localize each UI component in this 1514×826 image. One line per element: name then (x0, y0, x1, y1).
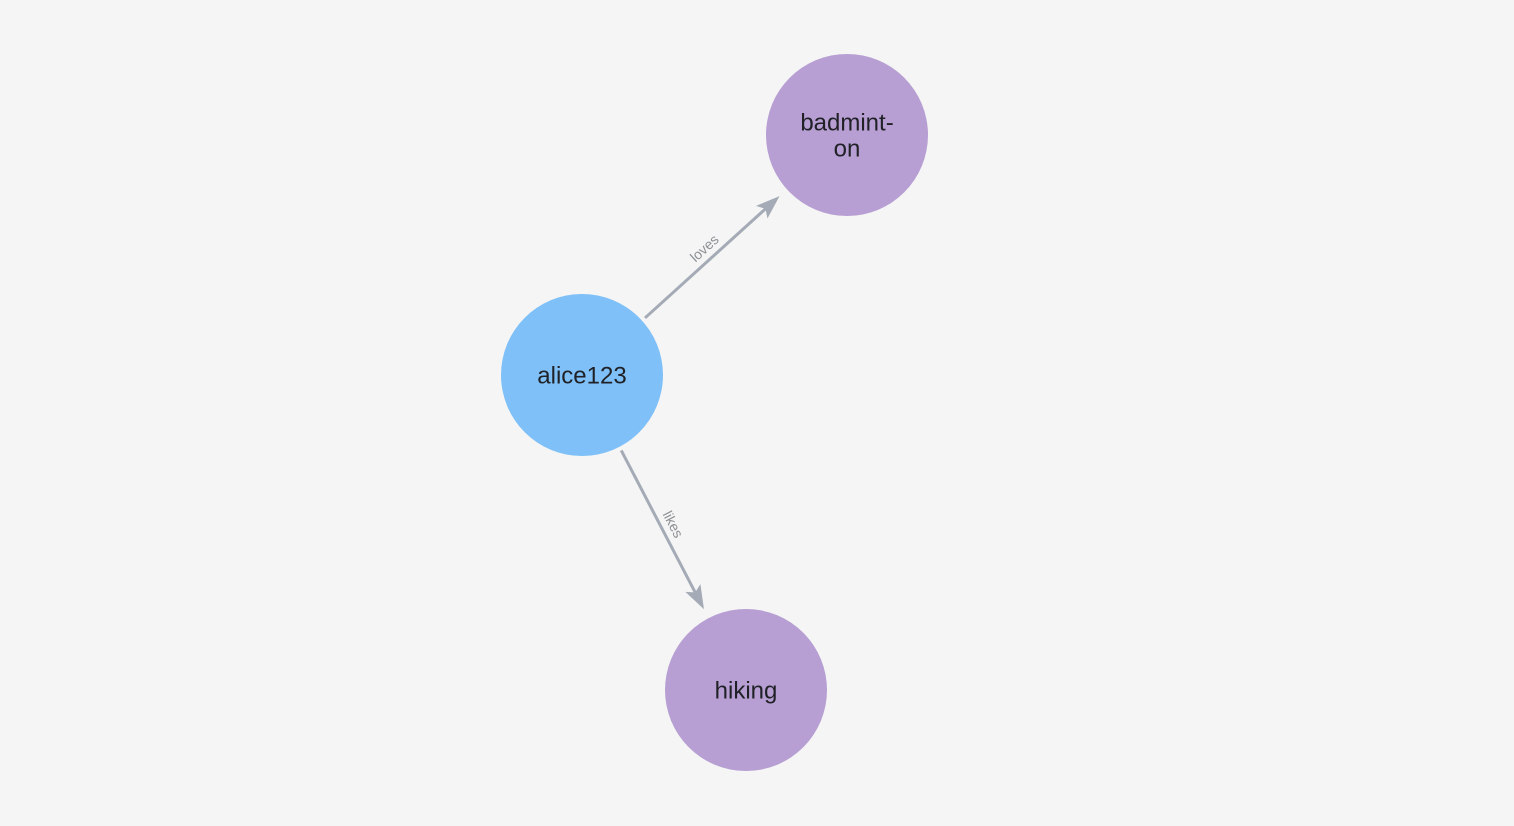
edge-likes-line[interactable] (619, 449, 697, 594)
edge-label-loves: loves (687, 231, 722, 265)
node-badminton[interactable] (766, 54, 928, 216)
edge-likes-arrowhead-icon (685, 584, 704, 610)
edge-label-likes: likes (660, 508, 687, 540)
edge-loves-line[interactable] (643, 207, 767, 320)
node-hiking[interactable] (665, 609, 827, 771)
node-alice123[interactable] (501, 294, 663, 456)
edge-loves-arrowhead-icon (756, 196, 780, 219)
